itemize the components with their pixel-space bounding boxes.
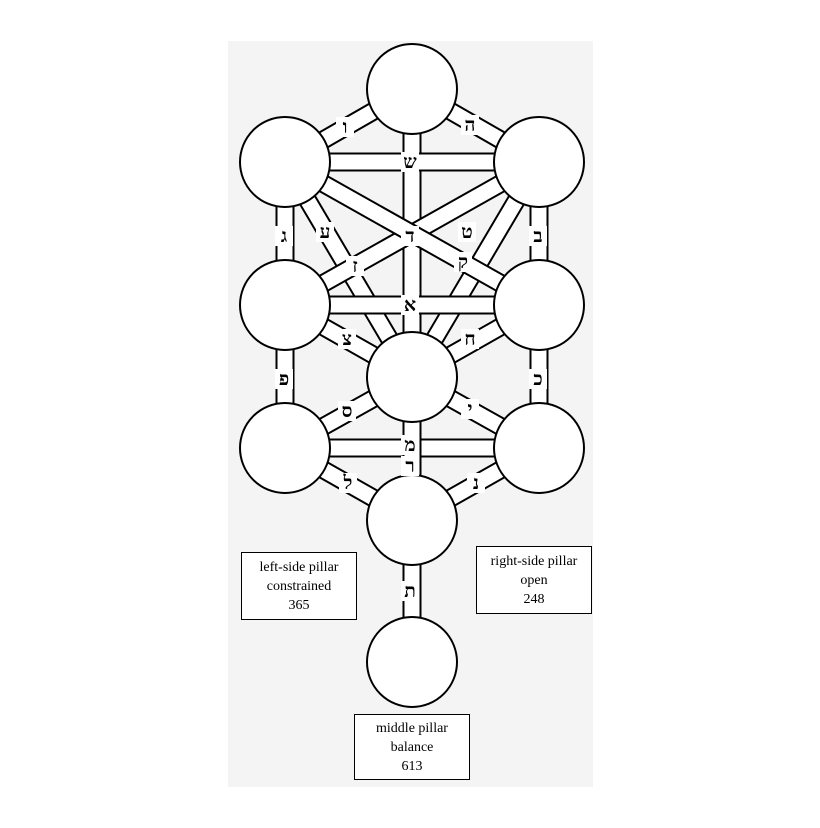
path-letter-bg-tiferet-yesod: [401, 456, 419, 476]
sefirah-netzach: [493, 402, 585, 494]
path-letter-bg-gevurah-tiferet: [338, 329, 356, 349]
middle-pillar-label: middle pillar balance 613: [354, 714, 470, 780]
path-letter-tiferet-hod: ס: [342, 400, 353, 422]
path-letter-chokhmah-binah: ש: [403, 151, 417, 173]
sefirah-yesod: [366, 474, 458, 566]
sefirah-keter: [366, 43, 458, 135]
path-letter-binah-tiferet: ע: [320, 221, 331, 243]
left-pillar-title: left-side pillar: [259, 559, 339, 575]
letters-layer: ה ו ד ש ב ג ט ע ק ז א ח צ כ פ י ס מר נ ל ת: [275, 114, 547, 602]
right-pillar-label: right-side pillar open 248: [476, 546, 592, 614]
nodes-layer: [239, 43, 585, 708]
sefirah-tiferet: [366, 331, 458, 423]
middle-pillar-quality: balance: [390, 739, 434, 755]
path-letter-bg-chokhmah-gevurah: [454, 252, 472, 272]
left-pillar-quality: constrained: [266, 578, 332, 594]
path-letter-keter-binah: ו: [343, 116, 348, 138]
path-letter-gevurah-tiferet: צ: [342, 328, 352, 350]
path-letter-gevurah-hod: פ: [279, 368, 289, 390]
path-letter-chesed-gevurah: א: [404, 294, 416, 316]
path-letter-chokhmah-gevurah: ק: [458, 251, 468, 273]
path-letter-keter-chokhmah: ה: [465, 114, 476, 136]
path-letter-chokhmah-chesed: ב: [533, 225, 542, 247]
path-letter-hod-yesod: ל: [343, 472, 353, 494]
path-letter-keter-tiferet: ד: [405, 225, 414, 247]
path-letter-bg-netzach-yesod: [467, 473, 485, 493]
path-letter-netzach-yesod: נ: [473, 472, 479, 494]
middle-pillar-number: 613: [401, 758, 423, 774]
path-letter-bg-chesed-gevurah: [401, 295, 419, 315]
sefirah-hod: [239, 402, 331, 494]
sefirah-gevurah: [239, 259, 331, 351]
path-letter-netzach-hod: מ: [404, 434, 415, 456]
sefirah-chokhmah: [493, 116, 585, 208]
path-letter-bg-keter-binah: [336, 117, 354, 137]
path-letter-binah-chesed: ז: [352, 255, 357, 277]
right-pillar-number: 248: [523, 591, 545, 607]
right-pillar-quality: open: [520, 572, 548, 588]
path-letter-tiferet-netzach: י: [468, 398, 473, 420]
path-letter-bg-chokhmah-chesed: [529, 226, 547, 246]
path-letter-bg-binah-tiferet: [316, 222, 334, 242]
path-letter-bg-chesed-netzach: [529, 369, 547, 389]
path-letter-yesod-malkhut: ת: [404, 580, 416, 602]
path-letter-bg-tiferet-netzach: [461, 399, 479, 419]
left-pillar-number: 365: [288, 597, 310, 613]
path-letter-bg-keter-tiferet: [401, 226, 419, 246]
path-letter-binah-gevurah: ג: [281, 225, 287, 247]
path-letter-bg-chesed-tiferet: [461, 329, 479, 349]
path-letter-bg-chokhmah-tiferet: [458, 222, 476, 242]
path-letter-bg-chokhmah-binah: [401, 152, 419, 172]
path-letter-bg-hod-yesod: [339, 473, 357, 493]
middle-pillar-title: middle pillar: [376, 720, 448, 736]
path-letter-bg-binah-chesed: [346, 256, 364, 276]
path-letter-bg-keter-chokhmah: [461, 115, 479, 135]
path-letter-tiferet-yesod: ר: [405, 455, 414, 477]
sefirah-binah: [239, 116, 331, 208]
path-letter-bg-binah-gevurah: [275, 226, 293, 246]
path-letter-bg-tiferet-hod: [338, 401, 356, 421]
sefirah-chesed: [493, 259, 585, 351]
sefirah-malkhut: [366, 616, 458, 708]
path-letter-chokhmah-tiferet: ט: [461, 221, 472, 243]
path-letter-chesed-tiferet: ח: [464, 328, 475, 350]
path-letter-bg-netzach-hod: [401, 435, 419, 455]
left-pillar-label: left-side pillar constrained 365: [241, 552, 357, 620]
right-pillar-title: right-side pillar: [490, 553, 578, 569]
path-letter-chesed-netzach: כ: [533, 368, 542, 390]
path-letter-bg-gevurah-hod: [275, 369, 293, 389]
path-letter-bg-yesod-malkhut: [401, 581, 419, 601]
